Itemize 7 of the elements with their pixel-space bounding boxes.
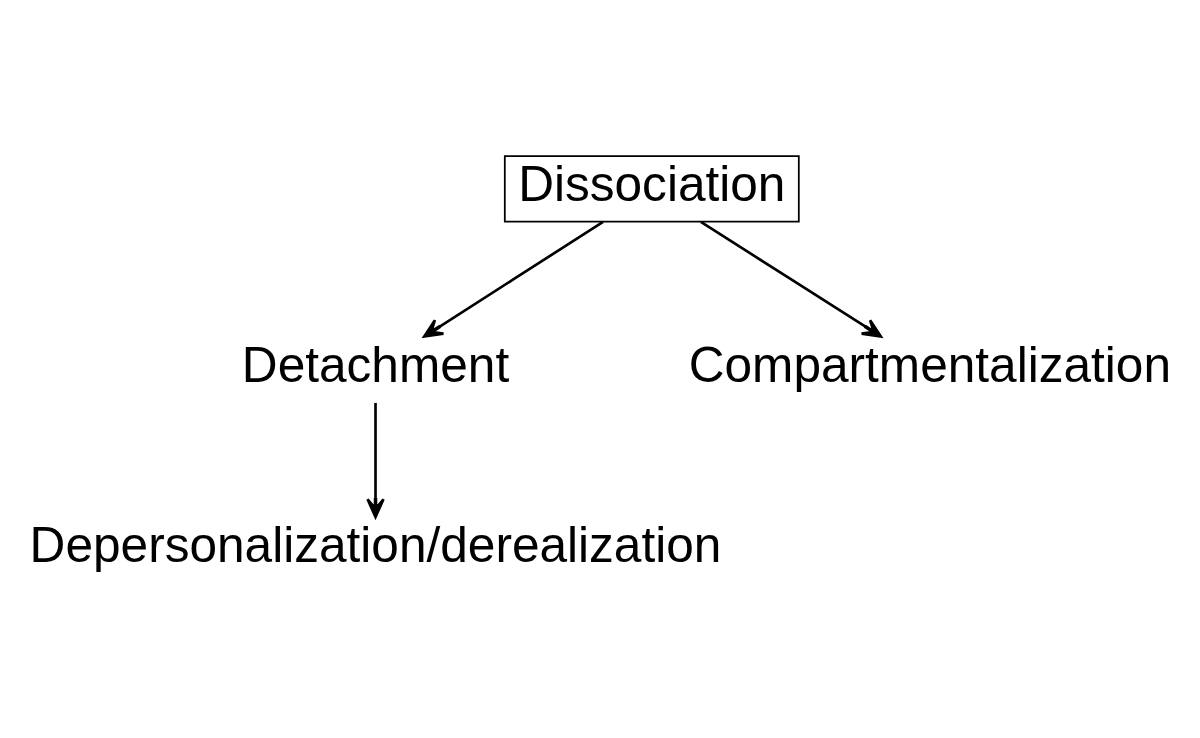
- node-text: Compartmentalization: [688, 336, 1171, 393]
- arrow: [422, 220, 604, 338]
- node-box: Dissociation: [503, 154, 800, 222]
- arrow: [700, 220, 883, 338]
- node-text: Detachment: [241, 336, 510, 393]
- node-text: Depersonalization/derealization: [29, 516, 722, 573]
- arrow: [366, 402, 385, 518]
